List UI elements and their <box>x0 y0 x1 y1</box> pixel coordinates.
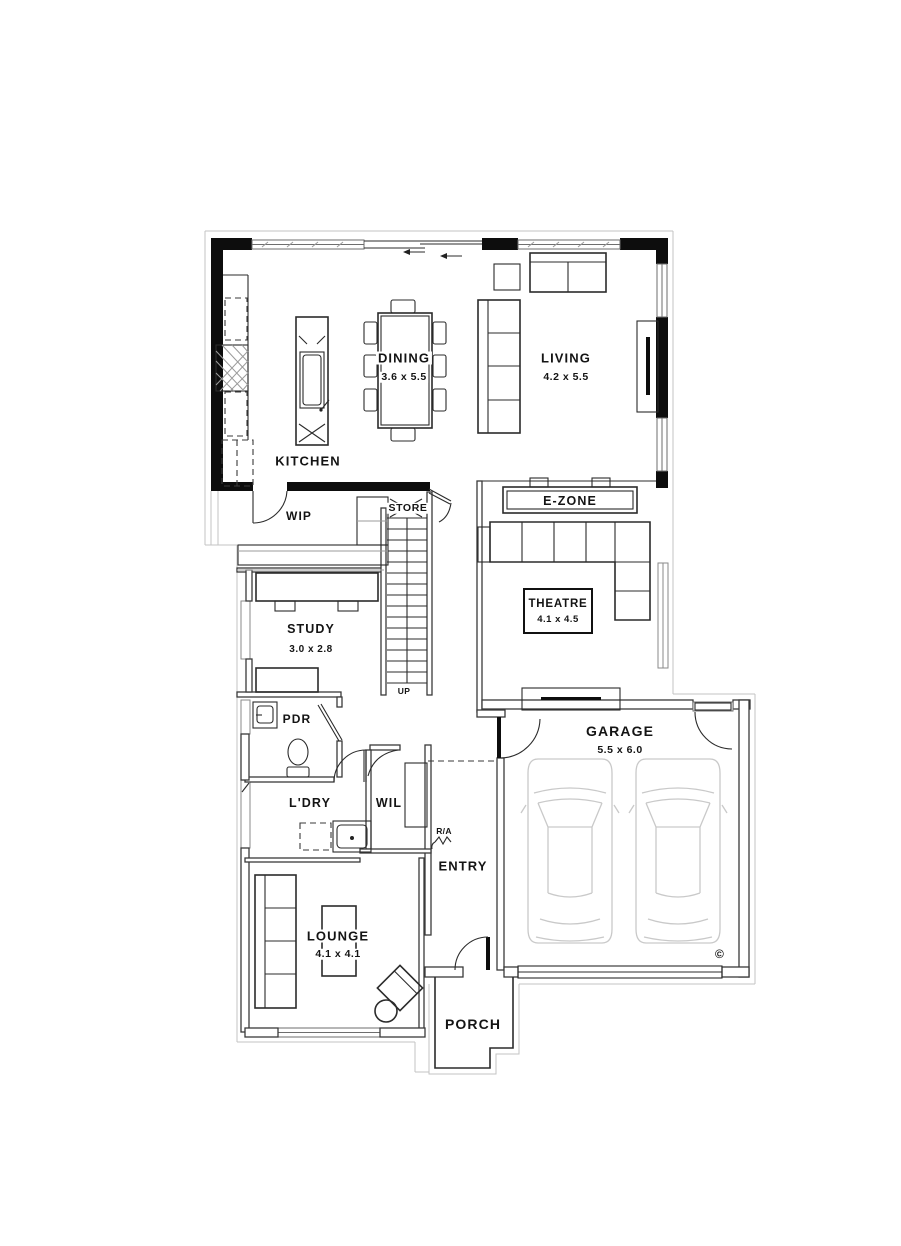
washer-space <box>299 822 332 851</box>
tv-icon <box>541 697 601 700</box>
room-dims-study: 3.0 x 2.8 <box>287 644 335 655</box>
wip-door-arc <box>252 490 288 524</box>
cooktop <box>215 344 249 392</box>
tv-icon <box>646 337 650 395</box>
room-label-dining: DINING <box>375 350 433 366</box>
laundry-fixtures <box>299 762 428 853</box>
room-label-entry: ENTRY <box>436 858 490 874</box>
copyright-mark: © <box>715 947 724 961</box>
side-table <box>493 263 521 291</box>
tap-icon <box>350 836 354 840</box>
exterior-walls <box>211 238 668 491</box>
theatre-label-box: THEATRE 4.1 x 4.5 <box>523 588 593 634</box>
chair <box>591 477 611 488</box>
toilet <box>287 738 309 766</box>
room-label-living: LIVING <box>539 350 593 366</box>
garage-roller-door <box>517 965 723 979</box>
return-air-label: R/A <box>436 825 452 836</box>
room-label-kitchen: KITCHEN <box>273 453 343 469</box>
room-dims-dining: 3.6 x 5.5 <box>379 370 429 383</box>
chair <box>432 354 447 378</box>
chair <box>363 321 378 345</box>
ldry-door-arc <box>333 749 367 783</box>
car <box>520 758 620 944</box>
chair <box>363 354 378 378</box>
room-label-pdr: PDR <box>280 712 314 726</box>
room-label-ezone: E-ZONE <box>541 493 599 508</box>
kitchen-fixtures <box>215 274 330 487</box>
eave-outline <box>204 230 756 1075</box>
wil-door-arc <box>367 749 399 777</box>
garage-external-door-leaf <box>694 702 732 711</box>
stairs <box>380 491 433 696</box>
garage-internal-door-leaf <box>497 717 501 758</box>
powder-room-fixtures <box>252 701 310 778</box>
garage-external-door-arc <box>694 711 733 750</box>
room-label-wil: WIL <box>373 795 405 810</box>
room-dims-lounge: 4.1 x 4.1 <box>313 947 363 960</box>
chair <box>274 600 296 612</box>
round-table <box>374 999 398 1023</box>
overhead-cupboard <box>224 297 248 341</box>
stairs-up-label: UP <box>395 685 413 696</box>
front-door-arc <box>454 936 489 971</box>
pdr-door-leaf <box>317 703 343 742</box>
wip-bench <box>237 496 389 571</box>
desk <box>255 572 379 602</box>
room-dims-theatre: 4.1 x 4.5 <box>537 613 579 625</box>
wil-shelf <box>404 762 428 828</box>
room-label-store: STORE <box>386 501 430 514</box>
ldry-door-leaf <box>363 750 367 782</box>
garage-internal-door-arc <box>500 718 541 759</box>
front-door-leaf <box>486 937 490 970</box>
chair <box>432 388 447 412</box>
ezone-desk <box>502 486 638 514</box>
room-dims-living: 4.2 x 5.5 <box>541 370 591 383</box>
room-label-porch: PORCH <box>442 1016 504 1032</box>
room-dims-garage: 5.5 x 6.0 <box>595 743 645 756</box>
garage-external-door-frame <box>692 701 734 712</box>
room-label-theatre: THEATRE <box>528 597 588 610</box>
tv-unit <box>636 320 659 413</box>
tv-unit <box>521 687 621 711</box>
car <box>628 758 728 944</box>
garage-cars <box>520 758 728 944</box>
ezone-furniture <box>502 477 638 514</box>
theatre-furniture <box>477 521 651 711</box>
room-label-garage: GARAGE <box>583 723 657 739</box>
dining-furniture <box>363 299 447 442</box>
chair <box>363 388 378 412</box>
chair <box>390 427 416 442</box>
hall-door-leaf <box>428 488 452 505</box>
doors <box>252 488 734 971</box>
room-label-ldry: L'DRY <box>286 795 334 810</box>
hall-door-arc <box>438 502 452 523</box>
cabinet <box>255 667 319 693</box>
chair <box>529 477 549 488</box>
return-air-squiggle-icon <box>431 836 452 850</box>
chair <box>390 299 416 314</box>
windows <box>240 239 669 1038</box>
chair <box>432 321 447 345</box>
armchair <box>376 964 424 1012</box>
side-table <box>477 526 491 563</box>
study-furniture <box>255 572 379 693</box>
overhead-cupboard <box>224 391 248 437</box>
living-furniture <box>477 252 659 434</box>
annotation-marks <box>431 836 452 850</box>
room-label-wip: WIP <box>284 509 314 523</box>
island-bench <box>295 316 330 446</box>
interior-walls <box>236 480 751 1069</box>
sliding-door <box>364 240 482 259</box>
fridge-space <box>221 439 254 487</box>
basin <box>252 701 278 729</box>
chair <box>337 600 359 612</box>
trough <box>332 820 372 853</box>
room-label-study: STUDY <box>285 621 337 636</box>
room-label-lounge: LOUNGE <box>304 928 372 944</box>
